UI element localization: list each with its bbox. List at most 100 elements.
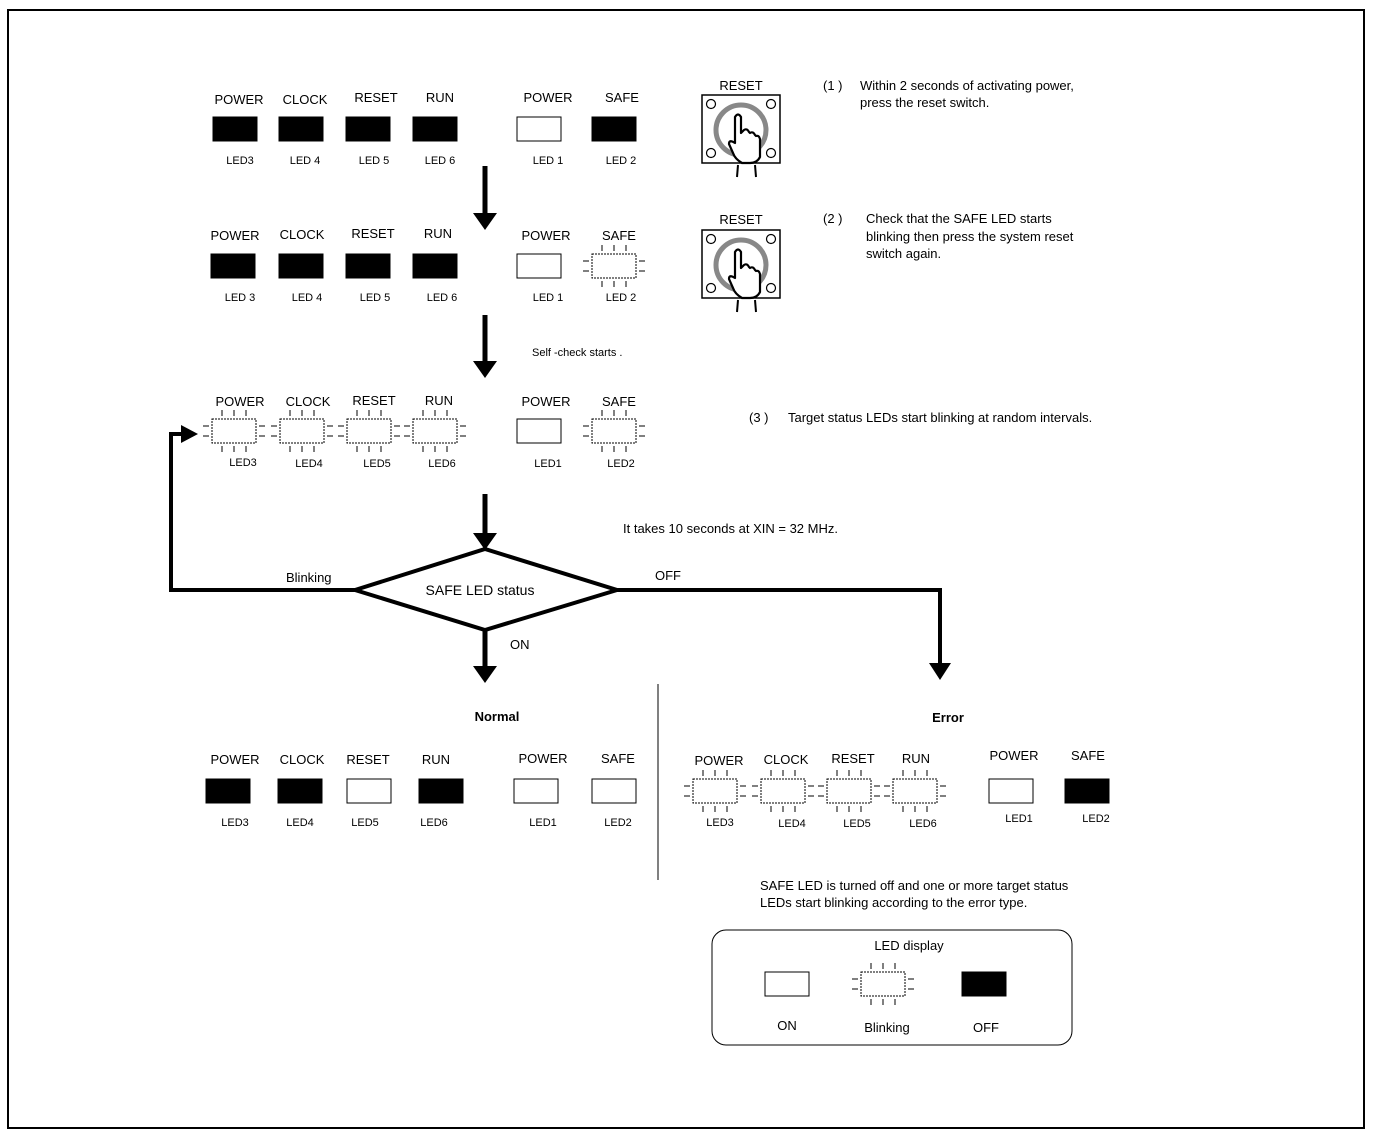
led-indicator-blinking <box>337 409 401 453</box>
branch-label-on: ON <box>510 637 530 652</box>
led-indicator-blinking <box>582 244 646 288</box>
led-name-label: RESET <box>352 393 395 408</box>
switch-label: RESET <box>719 78 762 93</box>
step2-led-power-1: POWER LED 1 <box>516 228 571 304</box>
led-name-label: SAFE <box>602 394 636 409</box>
note-text: blinking then press the system reset <box>866 229 1074 244</box>
step3-led-reset: RESET LED5 <box>337 393 401 470</box>
led-name-label: RESET <box>346 752 389 767</box>
led-id-label: LED 4 <box>292 292 323 304</box>
step2-note: (2 ) Check that the SAFE LED starts blin… <box>823 211 1074 261</box>
error-led-reset: RESET LED5 <box>817 751 881 830</box>
timing-note: It takes 10 seconds at XIN = 32 MHz. <box>623 521 838 536</box>
led-name-label: SAFE <box>605 90 639 105</box>
led-indicator-off <box>210 253 256 279</box>
led-name-label: CLOCK <box>283 92 328 107</box>
step-number: (3 ) <box>749 410 769 425</box>
error-title: Error <box>932 710 964 725</box>
reset-switch-icon <box>702 95 780 177</box>
step2-led-power: POWER LED 3 <box>210 228 259 304</box>
led-id-label: LED 2 <box>606 155 637 167</box>
switch-label: RESET <box>719 212 762 227</box>
legend-title: LED display <box>874 938 944 953</box>
led-name-label: POWER <box>694 753 743 768</box>
led-indicator-on <box>988 778 1034 804</box>
led-id-label: LED3 <box>221 817 249 829</box>
step2-led-clock: CLOCK LED 4 <box>278 227 325 304</box>
led-id-label: LED 1 <box>533 292 564 304</box>
led-indicator-off <box>212 116 258 142</box>
led-indicator-off <box>205 778 251 804</box>
led-id-label: LED1 <box>529 817 557 829</box>
led-id-label: LED2 <box>604 817 632 829</box>
normal-led-power: POWER LED3 <box>205 752 260 829</box>
led-name-label: RESET <box>351 226 394 241</box>
led-indicator-off <box>1064 778 1110 804</box>
led-name-label: POWER <box>210 752 259 767</box>
led-indicator-blinking <box>202 409 266 453</box>
step2-reset-switch: RESET <box>702 212 780 312</box>
step-number: (2 ) <box>823 211 843 226</box>
led-indicator-off <box>412 116 458 142</box>
led-id-label: LED 1 <box>533 155 564 167</box>
legend-label-off: OFF <box>973 1020 999 1035</box>
led-indicator-off <box>345 253 391 279</box>
led-id-label: LED 4 <box>290 155 321 167</box>
led-id-label: LED6 <box>428 458 456 470</box>
branch-label-off: OFF <box>655 568 681 583</box>
led-indicator-off <box>278 116 324 142</box>
led-name-label: POWER <box>989 748 1038 763</box>
led-name-label: CLOCK <box>764 752 809 767</box>
led-name-label: RUN <box>902 751 930 766</box>
led-indicator-off <box>345 116 391 142</box>
led-id-label: LED6 <box>909 818 937 830</box>
legend-led-off <box>961 971 1007 997</box>
led-indicator-off <box>278 253 324 279</box>
normal-led-run: RUN LED6 <box>418 752 464 829</box>
step1-led-row: POWER LED3 CLOCK LED 4 RESET LED 5 RUN L… <box>212 90 639 167</box>
step1-led-reset: RESET LED 5 <box>345 90 398 167</box>
step1-led-safe: SAFE LED 2 <box>591 90 639 167</box>
led-name-label: RUN <box>424 226 452 241</box>
led-id-label: LED4 <box>778 818 806 830</box>
error-led-power-1: POWER LED1 <box>988 748 1039 825</box>
legend-label-on: ON <box>777 1018 797 1033</box>
step2-led-row: POWER LED 3 CLOCK LED 4 RESET LED 5 RUN … <box>210 226 646 304</box>
legend-label-blinking: Blinking <box>864 1020 910 1035</box>
self-check-note: Self -check starts . <box>532 347 622 359</box>
led-name-label: POWER <box>210 228 259 243</box>
led-indicator-on <box>516 418 562 444</box>
led-name-label: CLOCK <box>280 752 325 767</box>
normal-led-safe: SAFE LED2 <box>591 751 637 829</box>
led-id-label: LED3 <box>229 457 257 469</box>
step1-led-power-1: POWER LED 1 <box>516 90 573 167</box>
normal-led-row: POWER LED3 CLOCK LED4 RESET LED5 RUN LED… <box>205 751 637 829</box>
led-indicator-on <box>346 778 392 804</box>
normal-title: Normal <box>475 709 520 724</box>
led-name-label: POWER <box>518 751 567 766</box>
arrow-right-down-icon <box>617 588 951 680</box>
led-id-label: LED 6 <box>425 155 456 167</box>
led-indicator-off <box>418 778 464 804</box>
step2-led-run: RUN LED 6 <box>412 226 458 304</box>
led-id-label: LED5 <box>843 818 871 830</box>
led-indicator-blinking <box>270 409 334 453</box>
note-text: SAFE LED is turned off and one or more t… <box>760 878 1069 893</box>
led-name-label: SAFE <box>1071 748 1105 763</box>
step3-led-power: POWER LED3 <box>202 394 266 469</box>
step1-led-run: RUN LED 6 <box>412 90 458 167</box>
step-number: (1 ) <box>823 78 843 93</box>
led-id-label: LED3 <box>706 817 734 829</box>
branch-label-blinking: Blinking <box>286 570 332 585</box>
led-indicator-blinking <box>817 769 881 813</box>
led-id-label: LED 5 <box>360 292 391 304</box>
led-id-label: LED2 <box>1082 813 1110 825</box>
note-text: Check that the SAFE LED starts <box>866 211 1052 226</box>
note-text: press the reset switch. <box>860 95 989 110</box>
led-indicator-blinking <box>403 409 467 453</box>
led-indicator-blinking <box>582 409 646 453</box>
led-indicator-off <box>591 116 637 142</box>
led-name-label: POWER <box>521 394 570 409</box>
led-id-label: LED3 <box>226 155 254 167</box>
led-indicator-on <box>516 253 562 279</box>
